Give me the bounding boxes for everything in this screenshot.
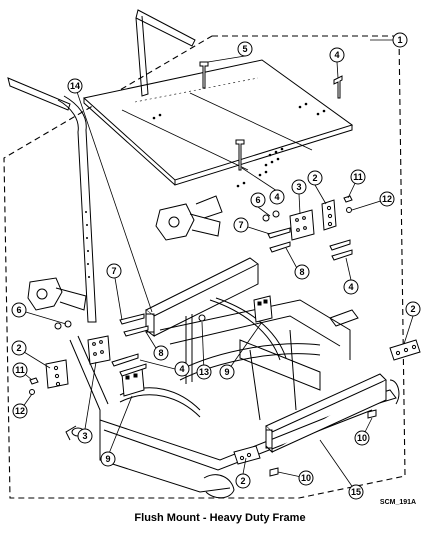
callout-11-a: 11 (350, 169, 366, 185)
callout-label: 8 (299, 267, 304, 277)
callout-3-b: 3 (77, 428, 93, 444)
callout-label: 5 (242, 44, 247, 54)
kit-boundary-dashed-outline (3, 35, 406, 499)
callout-label: 13 (199, 367, 209, 377)
callout-label: 10 (301, 473, 311, 483)
callout-4-c: 4 (343, 279, 359, 295)
callout-label: 2 (240, 476, 245, 486)
reference-code: SCM_191A (380, 499, 416, 506)
callout-7-b: 7 (106, 263, 122, 279)
callout-9-a: 9 (219, 364, 235, 380)
callout-label: 2 (410, 304, 415, 314)
callout-label: 12 (382, 194, 392, 204)
callout-1: 1 (392, 32, 408, 48)
callout-12-a: 12 (379, 191, 395, 207)
callout-2-c: 2 (11, 340, 27, 356)
nuts-washers (29, 195, 377, 477)
callout-4-d: 4 (174, 361, 190, 377)
back-cane-front (7, 77, 97, 323)
wheel-lock-left (27, 277, 87, 311)
clamp-plate-3b (87, 335, 111, 365)
callout-label: 3 (82, 431, 87, 441)
bolts (111, 61, 353, 377)
callout-9-b: 9 (100, 451, 116, 467)
callout-label: 11 (353, 172, 363, 182)
callout-13: 13 (196, 364, 212, 380)
callout-label: 8 (158, 348, 163, 358)
callout-label: 10 (357, 433, 367, 443)
callout-label: 3 (296, 182, 301, 192)
callout-8-a: 8 (294, 264, 310, 280)
callout-label: 7 (238, 220, 243, 230)
callout-14: 14 (67, 78, 83, 94)
callout-label: 6 (16, 305, 21, 315)
callout-6-a: 6 (250, 192, 266, 208)
rear-frame-tube (145, 257, 259, 337)
callout-3-a: 3 (291, 179, 307, 195)
callout-10-b: 10 (298, 470, 314, 486)
callout-5: 5 (237, 41, 253, 57)
callout-label: 7 (111, 266, 116, 276)
callout-label: 12 (15, 406, 25, 416)
callout-label: 9 (224, 367, 229, 377)
front-frame-tube (265, 373, 387, 454)
callout-11-b: 11 (12, 362, 28, 378)
callout-label: 15 (351, 487, 361, 497)
diagram-caption: Flush Mount - Heavy Duty Frame (134, 512, 306, 524)
callout-label: 2 (312, 173, 317, 183)
base-frame (65, 297, 400, 499)
callout-label: 1 (397, 35, 402, 45)
clamp-plate-3a (289, 209, 315, 241)
callout-10-a: 10 (354, 430, 370, 446)
callout-2-b: 2 (405, 301, 421, 317)
back-cane-rear (135, 9, 196, 97)
leader-lines (18, 39, 414, 493)
callout-label: 6 (255, 195, 260, 205)
callout-12-b: 12 (12, 403, 28, 419)
callout-label: 4 (348, 282, 353, 292)
spacer-pins (119, 227, 291, 337)
mounting-bracket-2b (389, 339, 421, 361)
callout-label: 4 (179, 364, 184, 374)
callout-7-a: 7 (233, 217, 249, 233)
wheel-lock-right (155, 195, 223, 241)
callout-4-b: 4 (269, 189, 285, 205)
seat-pan-holes (152, 102, 326, 188)
mounting-bracket-2c (45, 359, 69, 389)
bracket-clamp-9a (253, 295, 273, 323)
callout-label: 4 (334, 50, 339, 60)
callout-label: 9 (105, 454, 110, 464)
seat-pan (82, 59, 354, 186)
callout-2-d: 2 (235, 473, 251, 489)
callout-15: 15 (348, 484, 364, 500)
callout-label: 2 (16, 343, 21, 353)
callout-4-a: 4 (329, 47, 345, 63)
callout-2-a: 2 (307, 170, 323, 186)
callout-8-b: 8 (153, 345, 169, 361)
callout-label: 4 (274, 192, 279, 202)
callout-label: 14 (70, 81, 80, 91)
callout-label: 11 (15, 365, 25, 375)
mounting-bracket-2d (233, 445, 261, 465)
callout-6-b: 6 (11, 302, 27, 318)
mounting-bracket-2a (321, 199, 337, 231)
